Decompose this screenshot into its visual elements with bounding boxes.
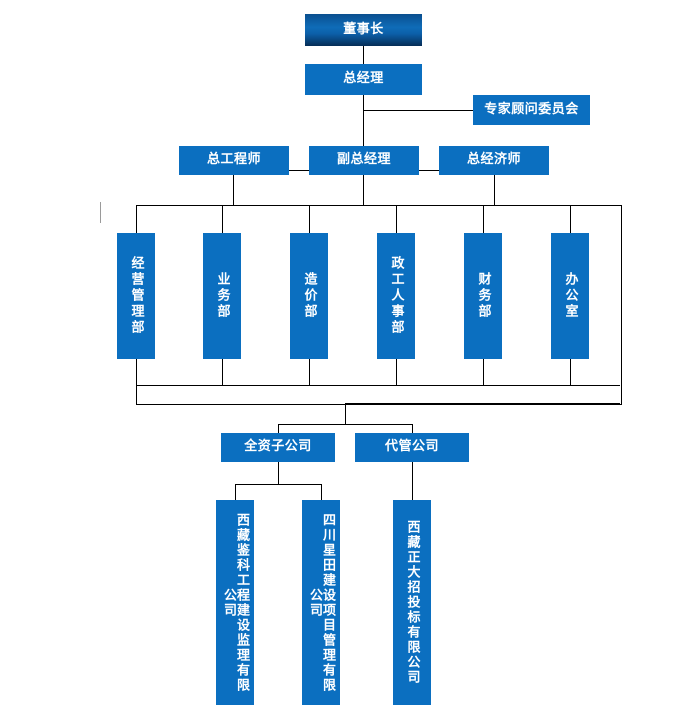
node-department-operations-management[interactable]: 经营管理部 [117,233,155,359]
department-bus-bottom [136,385,620,386]
node-department-political-hr[interactable]: 政工人事部 [377,233,415,359]
connector-dept-3-top [309,205,310,233]
connector-dept-4-bottom [396,359,397,386]
node-company-xizang-jianke[interactable]: 西藏鉴科工程建设监理有限公司 [216,500,254,705]
node-department-office[interactable]: 办公室 [551,233,589,359]
connector-dept-3-bottom [309,359,310,386]
node-general-manager[interactable]: 总经理 [305,64,422,95]
node-deputy-general-manager[interactable]: 副总经理 [309,146,419,175]
connector-to-company-1 [235,484,236,500]
connector-chief-economist-down [494,175,495,206]
connector-subsidiary-bus [278,424,412,425]
connector-chairman-to-gm [363,46,364,64]
connector-deputy-gm-down [363,175,364,206]
connector-wholly-owned-down [278,462,279,484]
node-department-business[interactable]: 业务部 [203,233,241,359]
node-chairman[interactable]: 董事长 [305,14,422,46]
node-company-sichuan-xingtian[interactable]: 四川星田建设项目管理有限公司 [302,500,340,705]
node-chief-engineer[interactable]: 总工程师 [179,146,289,175]
connector-managed-company-down [412,462,413,500]
connector-subsidiary-trunk [345,403,346,424]
connector-wholly-owned-bus [235,484,321,485]
node-company-xizang-zhengda[interactable]: 西藏正大招投标有限公司 [393,500,431,705]
connector-dept-6-bottom [570,359,571,386]
connector-dept-1-top [136,205,137,233]
connector-dept-2-top [222,205,223,233]
connector-to-company-2 [321,484,322,500]
connector-dept-5-bottom [483,359,484,386]
connector-dept-6-top [570,205,571,233]
node-department-cost[interactable]: 造价部 [290,233,328,359]
marker-tick [100,202,101,223]
connector-dept-1-bottom [136,359,137,386]
connector-dept-4-top [396,205,397,233]
node-managed-company[interactable]: 代管公司 [355,433,469,462]
department-bus-top [136,205,620,206]
connector-to-managed-company [412,424,413,435]
node-advisory-committee[interactable]: 专家顾问委员会 [473,95,590,125]
node-department-finance[interactable]: 财务部 [464,233,502,359]
connector-gm-to-advisory [363,110,473,111]
connector-chief-engineer-down [233,175,234,206]
connector-bracket-to-subsidiary-bus [345,403,620,404]
connector-to-wholly-owned [278,424,279,435]
connector-dept-2-bottom [222,359,223,386]
node-wholly-owned-subsidiary[interactable]: 全资子公司 [221,433,335,462]
connector-dept-5-top [483,205,484,233]
connector-gm-trunk [363,95,364,170]
node-chief-economist[interactable]: 总经济师 [439,146,549,175]
